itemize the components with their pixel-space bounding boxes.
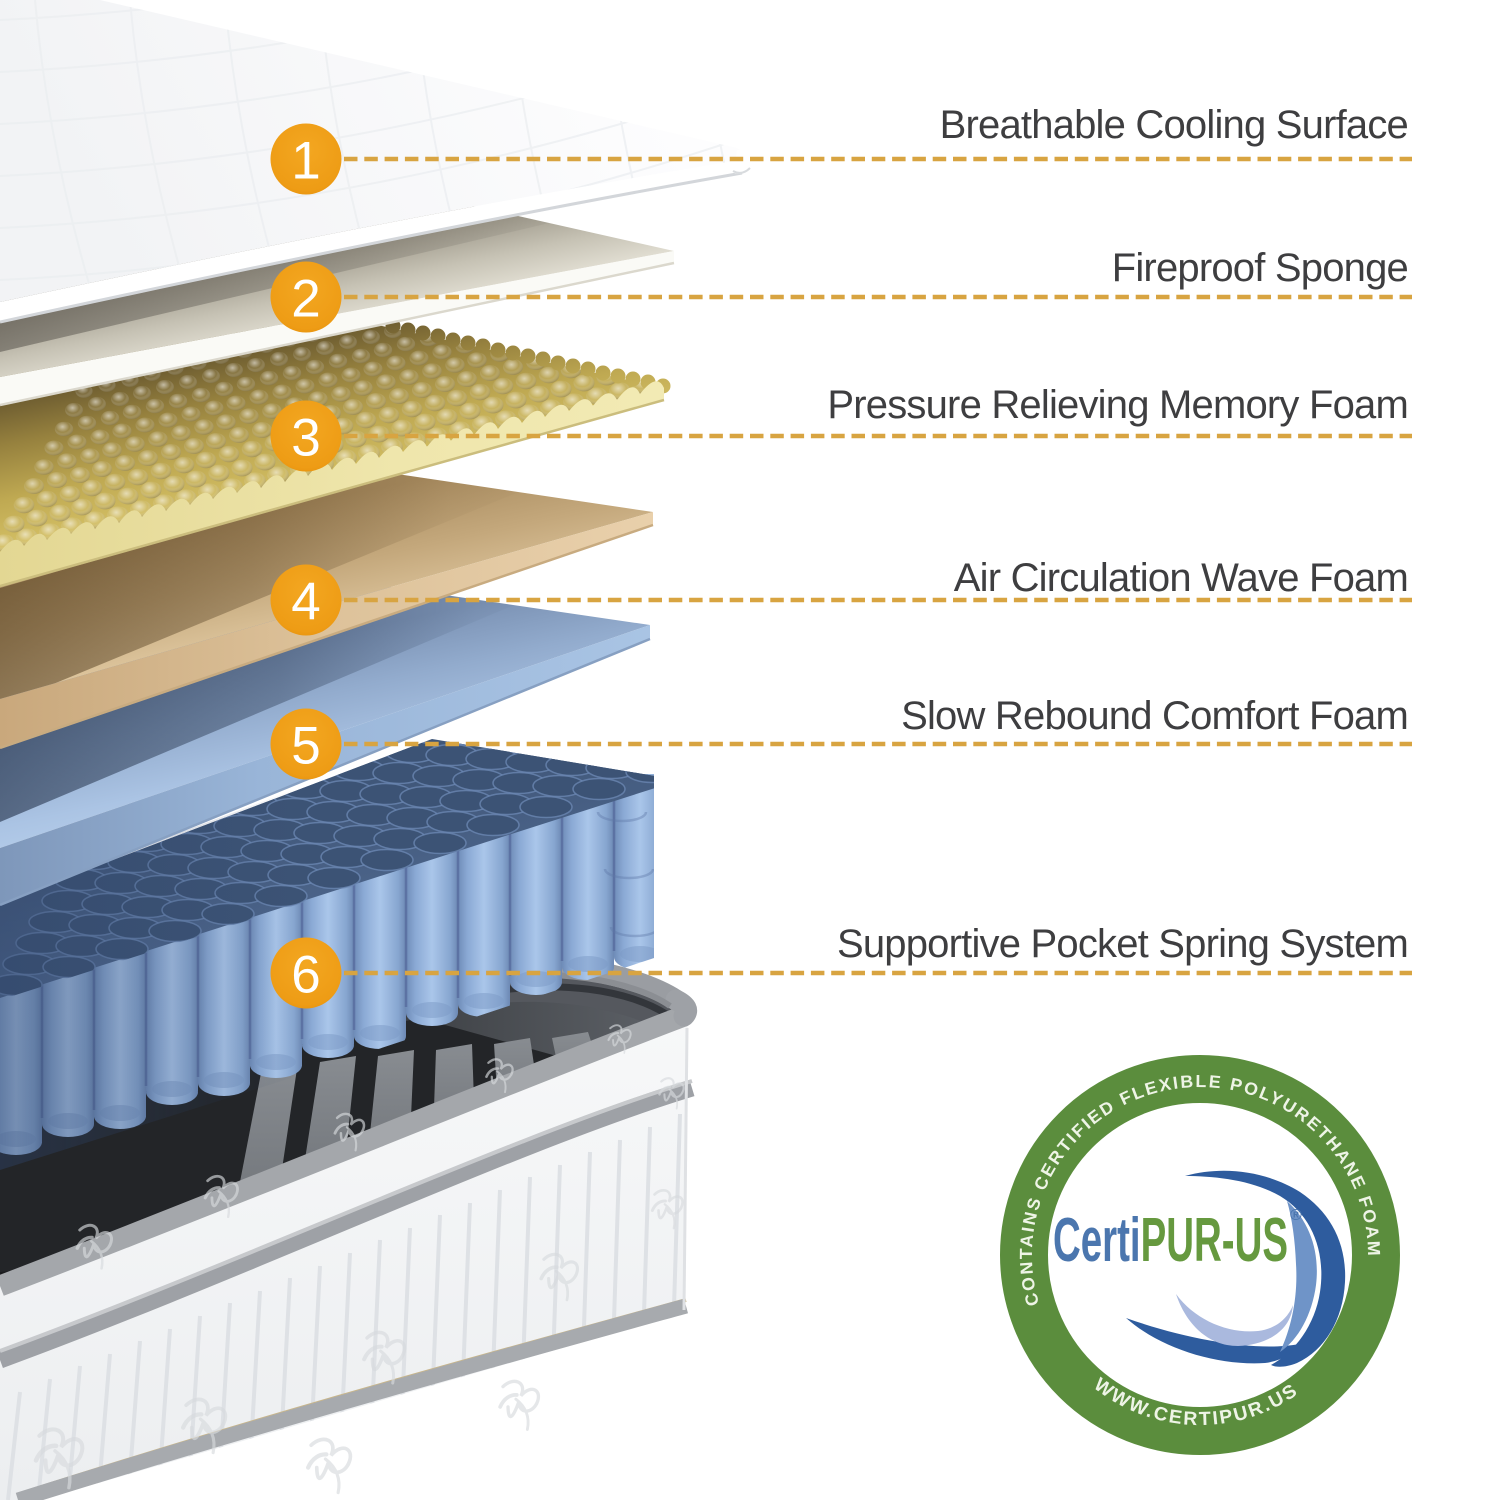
svg-text:4: 4 <box>291 573 320 632</box>
svg-text:Breathable Cooling Surface: Breathable Cooling Surface <box>940 103 1408 147</box>
svg-text:Supportive Pocket Spring Syste: Supportive Pocket Spring System <box>837 922 1408 966</box>
svg-text:Pressure Relieving Memory Foam: Pressure Relieving Memory Foam <box>827 383 1408 427</box>
svg-text:5: 5 <box>291 717 320 776</box>
svg-text:6: 6 <box>291 946 320 1005</box>
svg-text:Slow Rebound Comfort Foam: Slow Rebound Comfort Foam <box>901 694 1408 738</box>
svg-text:Air Circulation Wave Foam: Air Circulation Wave Foam <box>954 556 1408 600</box>
svg-text:1: 1 <box>291 132 320 191</box>
svg-text:3: 3 <box>291 409 320 468</box>
svg-text:Fireproof Sponge: Fireproof Sponge <box>1112 246 1408 290</box>
svg-text:®: ® <box>1290 1207 1302 1224</box>
svg-text:CertiPUR-US: CertiPUR-US <box>1053 1206 1288 1275</box>
svg-text:2: 2 <box>291 270 320 329</box>
